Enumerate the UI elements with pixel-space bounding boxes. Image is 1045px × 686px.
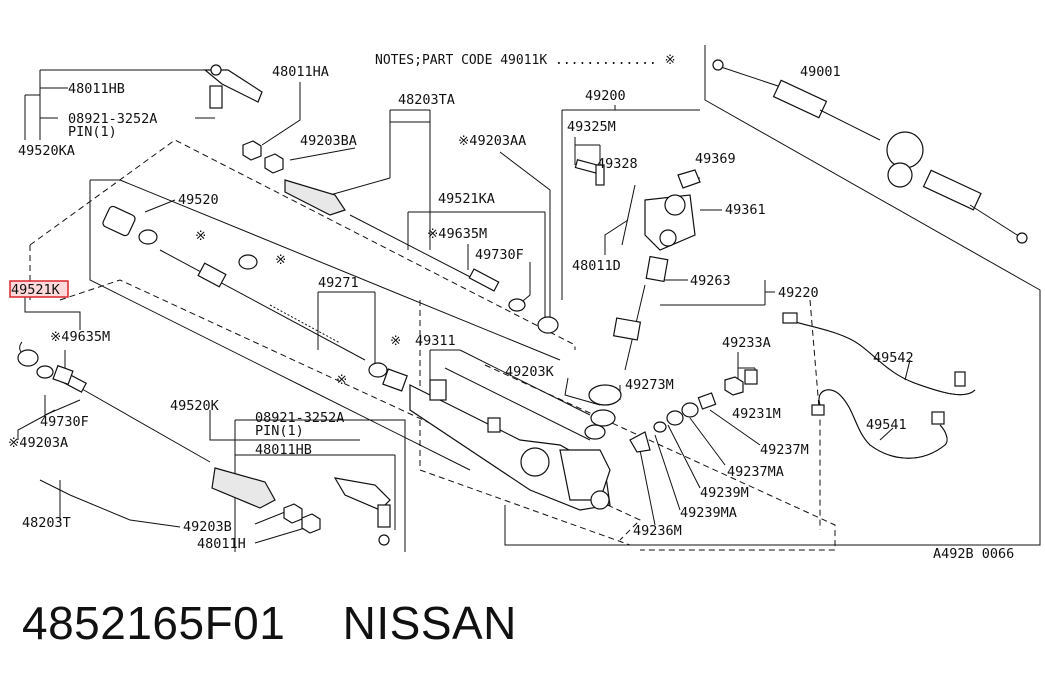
- label-49271[interactable]: 49271: [318, 275, 359, 291]
- label-49233A[interactable]: 49233A: [722, 335, 771, 351]
- figure-code: A492B 0066: [933, 546, 1014, 562]
- label-49520K[interactable]: 49520K: [170, 398, 220, 414]
- caption: 4852165F01 NISSAN: [22, 596, 517, 650]
- label-48011H[interactable]: 48011H: [197, 536, 246, 552]
- label-49203A[interactable]: ※49203A: [8, 435, 68, 451]
- label-49236M[interactable]: 49236M: [633, 523, 682, 539]
- highlight-box: [9, 280, 69, 298]
- label-49541[interactable]: 49541: [866, 417, 907, 433]
- star-marker: ※: [275, 252, 286, 268]
- label-49273M[interactable]: 49273M: [625, 377, 674, 393]
- label-48203TA[interactable]: 48203TA: [398, 92, 455, 108]
- part-number: 4852165F01: [22, 597, 286, 649]
- star-marker: ※: [336, 372, 347, 388]
- label-49203AA[interactable]: ※49203AA: [458, 133, 526, 149]
- label-48011HB-bottom[interactable]: 48011HB: [255, 442, 312, 458]
- label-49325M[interactable]: 49325M: [567, 119, 616, 135]
- label-49369[interactable]: 49369: [695, 151, 736, 167]
- label-pin-top: PIN(1): [68, 124, 117, 140]
- steering-gear-assembly-thumbnail: [712, 59, 1028, 244]
- label-49730F[interactable]: 49730F: [40, 414, 89, 430]
- label-49001[interactable]: 49001: [800, 64, 841, 80]
- star-marker: ※: [195, 228, 206, 244]
- label-49263[interactable]: 49263: [690, 273, 731, 289]
- label-49237M[interactable]: 49237M: [760, 442, 809, 458]
- label-49200[interactable]: 49200: [585, 88, 626, 104]
- label-49542[interactable]: 49542: [873, 350, 914, 366]
- label-pin-bottom: PIN(1): [255, 423, 304, 439]
- label-49203K[interactable]: 49203K: [505, 364, 555, 380]
- star-marker: ※: [390, 333, 401, 349]
- notes-part-code: NOTES;PART CODE 49011K ............. ※: [375, 53, 675, 68]
- label-49220[interactable]: 49220: [778, 285, 819, 301]
- label-49635M-top[interactable]: ※49635M: [427, 226, 487, 242]
- brand-name: NISSAN: [342, 597, 517, 649]
- frame-lines: [29, 45, 1041, 551]
- part-shapes: [17, 59, 1028, 546]
- label-49237MA[interactable]: 49237MA: [727, 464, 784, 480]
- label-08921-3252A-top[interactable]: 08921-3252A: [68, 111, 157, 127]
- label-08921-3252A-bottom[interactable]: 08921-3252A: [255, 410, 344, 426]
- label-49635M[interactable]: ※49635M: [50, 329, 110, 345]
- label-49521KA[interactable]: 49521KA: [438, 191, 495, 207]
- leader-lines: [17, 69, 911, 552]
- label-48011D[interactable]: 48011D: [572, 258, 621, 274]
- label-49730F-top[interactable]: 49730F: [475, 247, 524, 263]
- label-49520KA[interactable]: 49520KA: [18, 143, 75, 159]
- label-49311[interactable]: 49311: [415, 333, 456, 349]
- label-49231M[interactable]: 49231M: [732, 406, 781, 422]
- label-49520[interactable]: 49520: [178, 192, 219, 208]
- outer-tie-rod-end-top: [203, 64, 263, 109]
- label-49203B[interactable]: 49203B: [183, 519, 232, 535]
- label-49239MA[interactable]: 49239MA: [680, 505, 737, 521]
- label-49361[interactable]: 49361: [725, 202, 766, 218]
- label-48011HB-top[interactable]: 48011HB: [68, 81, 125, 97]
- label-49328[interactable]: 49328: [597, 156, 638, 172]
- label-49239M[interactable]: 49239M: [700, 485, 749, 501]
- label-49521K-highlighted[interactable]: 49521K: [11, 282, 61, 298]
- label-48011HA[interactable]: 48011HA: [272, 64, 329, 80]
- part-labels: NOTES;PART CODE 49011K ............. ※ 4…: [8, 53, 1014, 562]
- label-48203T[interactable]: 48203T: [22, 515, 71, 531]
- label-49203BA[interactable]: 49203BA: [300, 133, 357, 149]
